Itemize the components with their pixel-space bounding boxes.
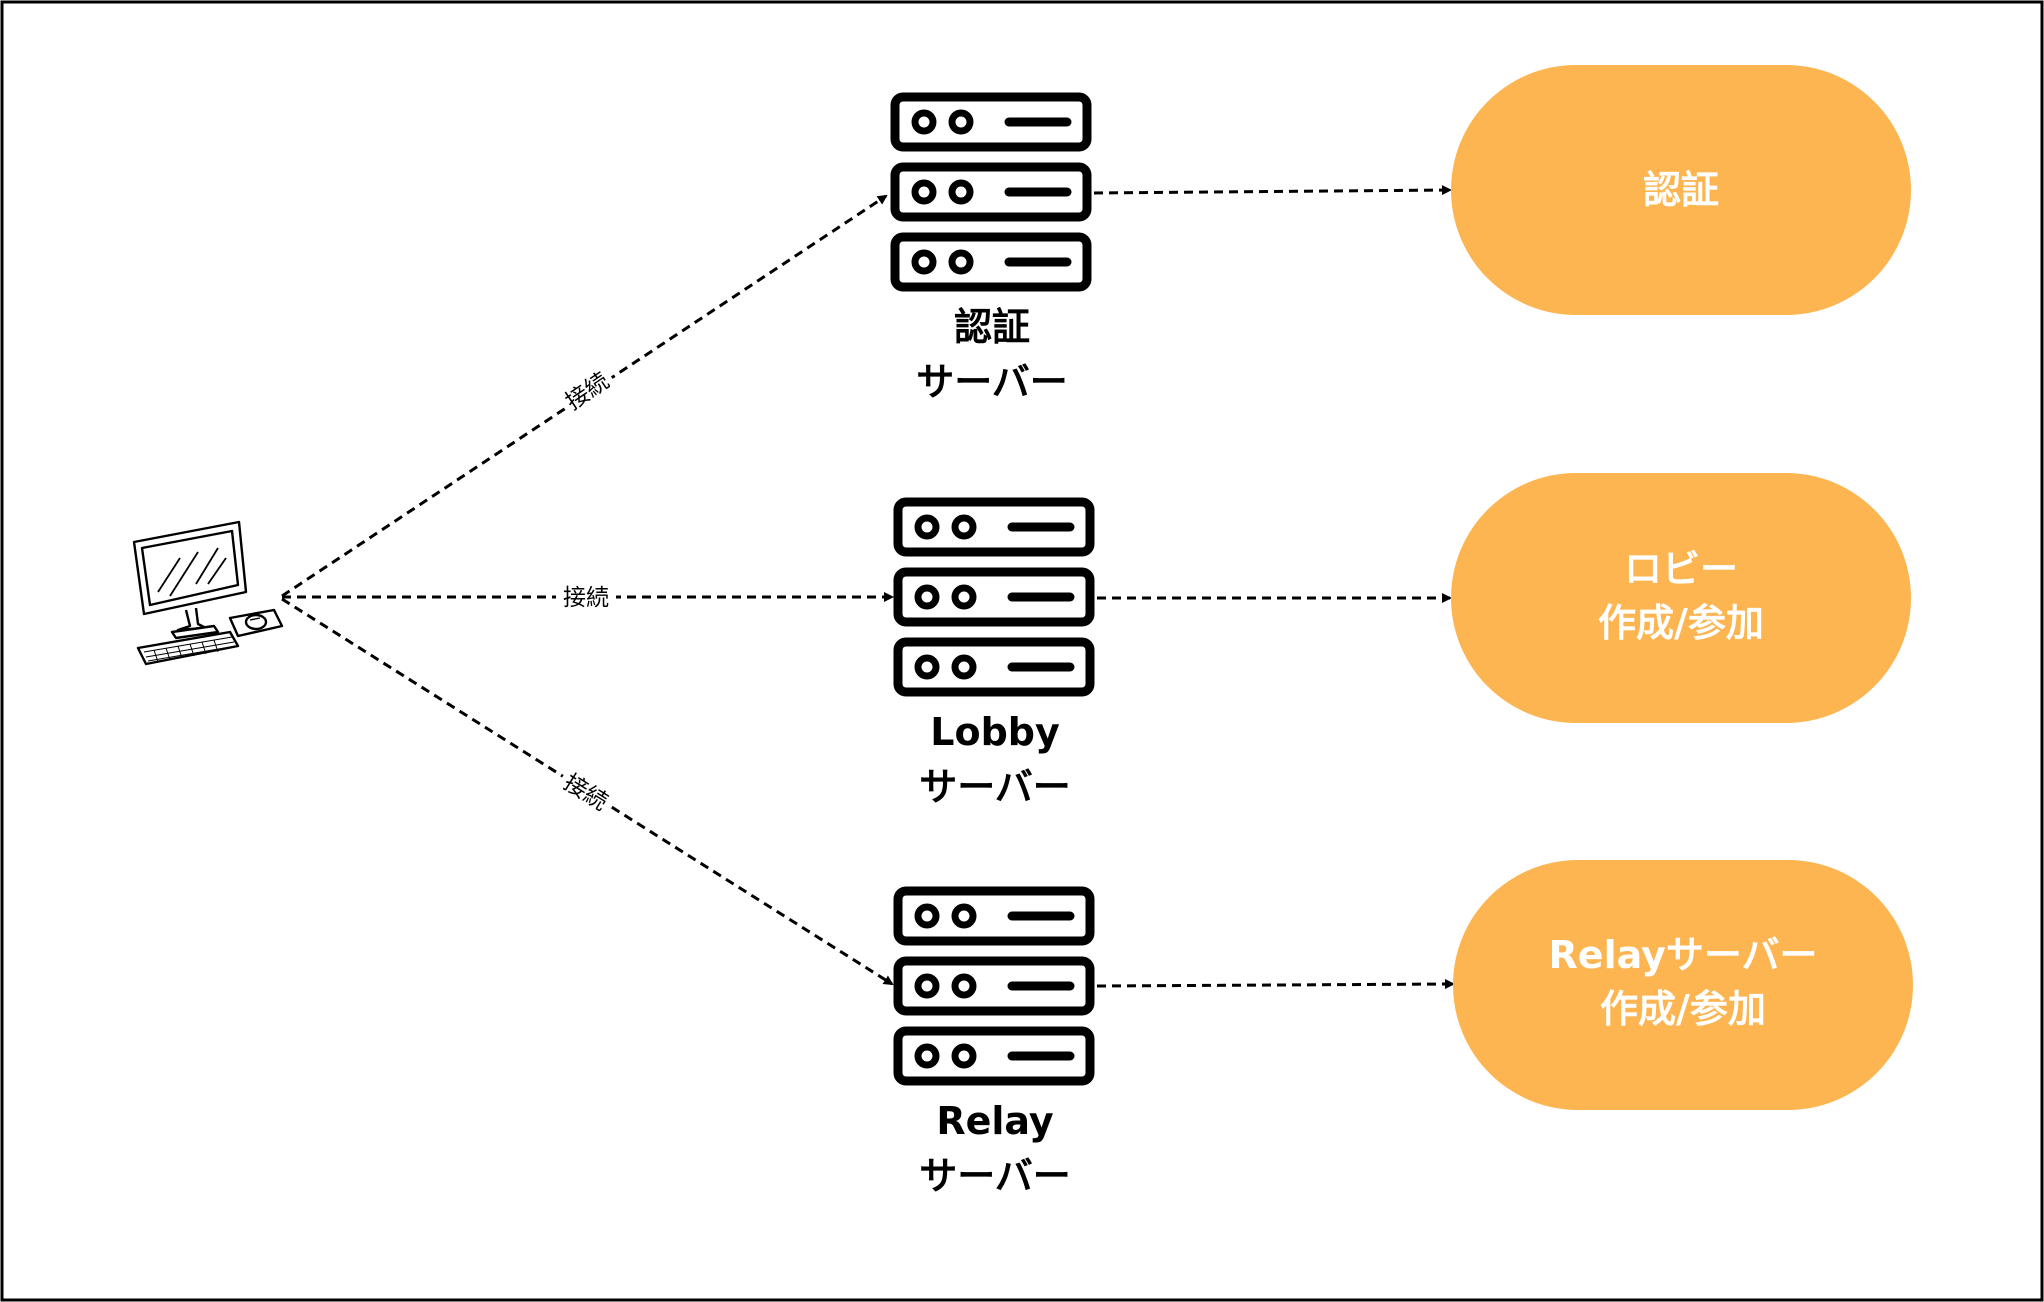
function-pill-lobby xyxy=(1451,473,1911,723)
server-rack-icon-relay xyxy=(898,891,1090,1081)
connection-label-lobby-group: 接続 xyxy=(556,580,616,612)
function-pill-lobby-line2: 作成/参加 xyxy=(1598,601,1764,645)
server-label-relay-line1: Relay xyxy=(936,1099,1054,1143)
server-label-lobby-line1: Lobby xyxy=(930,710,1060,754)
server-rack-icon-auth xyxy=(895,97,1087,287)
function-pill-auth-label: 認証 xyxy=(1643,168,1719,212)
server-label-auth-line2: サーバー xyxy=(916,360,1068,404)
function-pill-lobby-line1: ロビー xyxy=(1624,547,1738,591)
function-pill-relay-line2: 作成/参加 xyxy=(1600,987,1766,1031)
desktop-computer-icon xyxy=(132,520,284,666)
function-pill-relay-line1: Relayサーバー xyxy=(1549,933,1818,977)
function-pill-auth xyxy=(1451,65,1911,315)
server-rack-icon-lobby xyxy=(898,502,1090,692)
server-label-lobby-line2: サーバー xyxy=(919,765,1071,809)
server-label-relay-line2: サーバー xyxy=(919,1154,1071,1198)
function-pill-relay xyxy=(1453,860,1913,1110)
connection-label-lobby: 接続 xyxy=(563,585,609,611)
server-label-auth-line1: 認証 xyxy=(954,305,1030,349)
